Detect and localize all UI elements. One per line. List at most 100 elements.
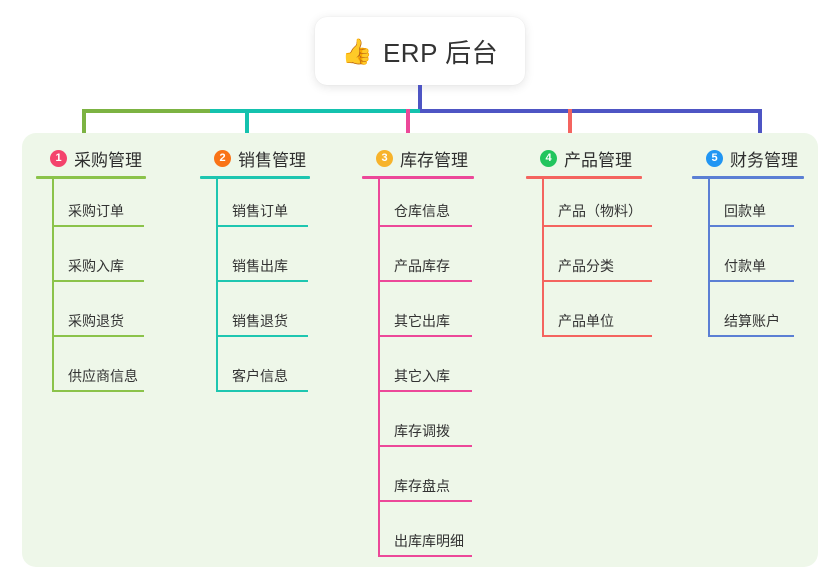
segment-blue <box>420 109 762 113</box>
list-item[interactable]: 销售退货 <box>200 289 350 344</box>
list-item[interactable]: 供应商信息 <box>36 344 186 399</box>
list-item-underline <box>378 445 472 447</box>
list-item[interactable]: 产品单位 <box>526 289 676 344</box>
list-item[interactable]: 产品（物料） <box>526 179 676 234</box>
list-item-underline <box>542 225 652 227</box>
branch-spine-5 <box>708 179 710 336</box>
branches-panel <box>22 133 818 567</box>
list-item-underline <box>378 390 472 392</box>
branch-title-4: 产品管理 <box>564 150 632 170</box>
list-item[interactable]: 产品库存 <box>362 234 512 289</box>
list-item-underline <box>708 335 794 337</box>
list-item-label: 付款单 <box>724 258 766 274</box>
branch-title-5: 财务管理 <box>730 150 798 170</box>
branch-badge-2: 2 <box>214 149 231 167</box>
branch-header-5[interactable]: 5 财务管理 <box>692 146 824 170</box>
list-item-underline <box>378 335 472 337</box>
branch-underline-4 <box>526 176 642 179</box>
list-item-label: 销售订单 <box>232 203 288 219</box>
list-item-label: 仓库信息 <box>394 203 450 219</box>
list-item-underline <box>378 225 472 227</box>
branch-header-3[interactable]: 3 库存管理 <box>362 146 512 170</box>
list-item[interactable]: 采购退货 <box>36 289 186 344</box>
branch-badge-3: 3 <box>376 149 393 167</box>
list-item-label: 产品库存 <box>394 258 450 274</box>
list-item[interactable]: 出库库明细 <box>362 509 512 564</box>
branch-badge-4: 4 <box>540 149 557 167</box>
list-item-underline <box>216 280 308 282</box>
branch-underline-2 <box>200 176 310 179</box>
list-item-label: 库存调拨 <box>394 423 450 439</box>
branch-header-4[interactable]: 4 产品管理 <box>526 146 676 170</box>
list-item-label: 回款单 <box>724 203 766 219</box>
list-item-label: 产品分类 <box>558 258 614 274</box>
branch-spine-1 <box>52 179 54 391</box>
list-item[interactable]: 其它出库 <box>362 289 512 344</box>
list-item-underline <box>216 390 308 392</box>
branch-3: 3 库存管理仓库信息产品库存其它出库其它入库库存调拨库存盘点出库库明细 <box>362 146 512 564</box>
list-item[interactable]: 回款单 <box>692 179 824 234</box>
branch-underline-1 <box>36 176 146 179</box>
branch-header-1[interactable]: 1 采购管理 <box>36 146 186 170</box>
list-item[interactable]: 其它入库 <box>362 344 512 399</box>
branch-1: 1 采购管理采购订单采购入库采购退货供应商信息 <box>36 146 186 399</box>
list-item[interactable]: 采购订单 <box>36 179 186 234</box>
branch-spine-3 <box>378 179 380 556</box>
branch-badge-1: 1 <box>50 149 67 167</box>
thumbs-up-icon: 👍 <box>341 36 373 66</box>
branch-header-2[interactable]: 2 销售管理 <box>200 146 350 170</box>
drop-finance <box>758 109 762 139</box>
list-item-label: 销售出库 <box>232 258 288 274</box>
list-item-label: 供应商信息 <box>68 368 138 384</box>
list-item-underline <box>542 335 652 337</box>
drop-product <box>568 109 572 139</box>
list-item-label: 出库库明细 <box>394 533 464 549</box>
list-item-underline <box>708 225 794 227</box>
list-item-label: 结算账户 <box>724 313 780 329</box>
root-node-title: ERP 后台 <box>382 37 499 68</box>
list-item[interactable]: 付款单 <box>692 234 824 289</box>
list-item-underline <box>52 280 144 282</box>
list-item-label: 采购订单 <box>68 203 124 219</box>
branch-title-3: 库存管理 <box>400 150 468 170</box>
list-item[interactable]: 采购入库 <box>36 234 186 289</box>
list-item-underline <box>708 280 794 282</box>
list-item-label: 库存盘点 <box>394 478 450 494</box>
drop-sales <box>245 109 249 139</box>
list-item-label: 客户信息 <box>232 368 288 384</box>
branch-spine-4 <box>542 179 544 336</box>
list-item-label: 产品单位 <box>558 313 614 329</box>
list-item-underline <box>378 555 472 557</box>
trunk-connector <box>418 85 422 111</box>
drop-inventory <box>406 109 410 139</box>
branch-badge-5: 5 <box>706 149 723 167</box>
list-item[interactable]: 结算账户 <box>692 289 824 344</box>
branch-items-4: 产品（物料） 产品分类产品单位 <box>526 179 676 344</box>
branch-title-2: 销售管理 <box>238 150 306 170</box>
segment-green <box>82 109 210 113</box>
drop-purchasing <box>82 109 86 139</box>
list-item-underline <box>52 225 144 227</box>
list-item[interactable]: 产品分类 <box>526 234 676 289</box>
list-item-label: 其它入库 <box>394 368 450 384</box>
list-item[interactable]: 仓库信息 <box>362 179 512 234</box>
branch-2: 2 销售管理销售订单销售出库销售退货客户信息 <box>200 146 350 399</box>
list-item[interactable]: 库存调拨 <box>362 399 512 454</box>
branch-underline-5 <box>692 176 804 179</box>
list-item-label: 销售退货 <box>232 313 288 329</box>
branch-items-1: 采购订单采购入库采购退货供应商信息 <box>36 179 186 399</box>
list-item-label: 采购入库 <box>68 258 124 274</box>
list-item[interactable]: 库存盘点 <box>362 454 512 509</box>
list-item-label: 其它出库 <box>394 313 450 329</box>
list-item[interactable]: 客户信息 <box>200 344 350 399</box>
branch-items-2: 销售订单销售出库销售退货客户信息 <box>200 179 350 399</box>
list-item[interactable]: 销售出库 <box>200 234 350 289</box>
root-node-card[interactable]: 👍 ERP 后台 <box>315 17 525 85</box>
list-item[interactable]: 销售订单 <box>200 179 350 234</box>
branch-title-1: 采购管理 <box>74 150 142 170</box>
branch-spine-2 <box>216 179 218 391</box>
list-item-label: 采购退货 <box>68 313 124 329</box>
list-item-underline <box>542 280 652 282</box>
branch-items-5: 回款单付款单结算账户 <box>692 179 824 344</box>
segment-teal <box>210 109 420 113</box>
